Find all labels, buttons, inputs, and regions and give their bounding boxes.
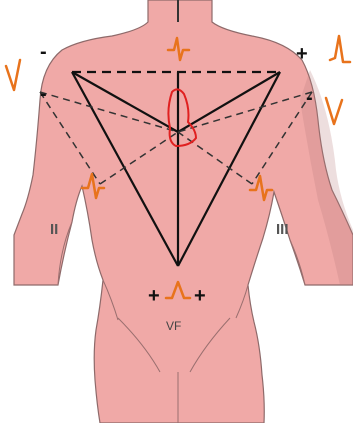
waveform-right-shoulder-icon [330, 36, 350, 62]
sign-top-left: - [40, 41, 47, 63]
sign-foot-right: + [194, 285, 206, 307]
sign-left-shoulder: - [40, 83, 47, 105]
waveform-left-shoulder-icon [6, 60, 20, 90]
lead-iii-label: III [276, 221, 289, 238]
sign-foot-left: + [148, 285, 160, 307]
lead-ii-label: II [50, 221, 58, 238]
sign-top-right: + [296, 43, 308, 65]
waveform-right-lower-icon [326, 98, 342, 124]
sign-right-shoulder: - [306, 87, 313, 109]
lead-vf-label: VF [166, 319, 181, 333]
